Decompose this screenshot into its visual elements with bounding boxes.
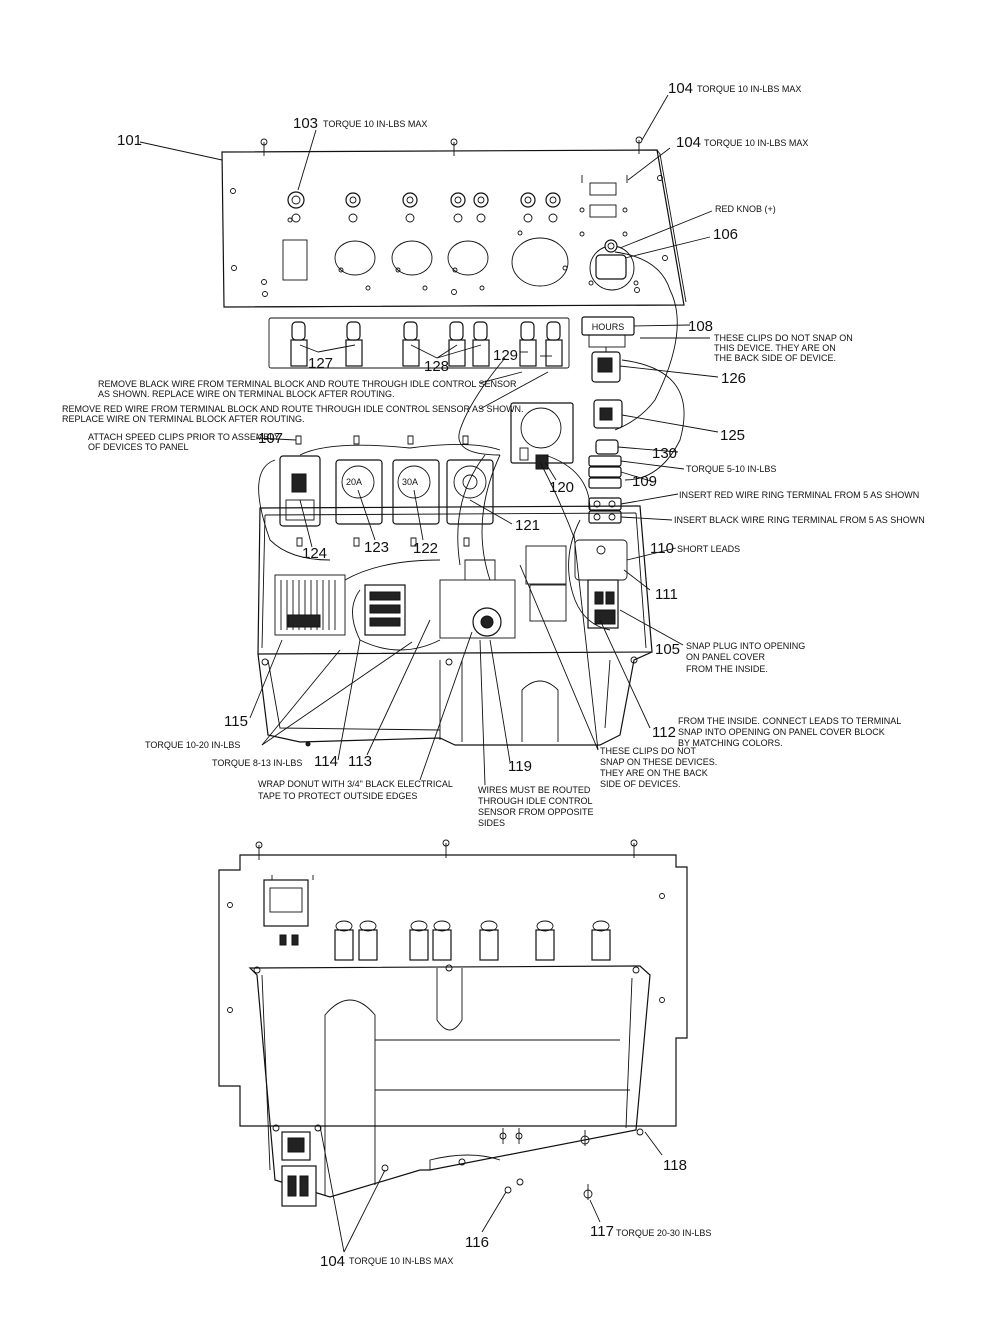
callout-130: 130 — [652, 445, 677, 462]
callout-119: 119 — [508, 758, 532, 775]
from-inside-note-1: FROM THE INSIDE. CONNECT LEADS TO TERMIN… — [678, 716, 901, 726]
callout-107: 107 — [258, 430, 283, 447]
clips-back-note-2: SNAP ON THESE DEVICES. — [600, 757, 717, 767]
hour-meter-108: HOURS — [581, 316, 635, 348]
donut-note-1: WRAP DONUT WITH 3/4" BLACK ELECTRICAL — [258, 779, 453, 789]
from-inside-note-2: SNAP INTO OPENING ON PANEL COVER BLOCK — [678, 727, 885, 737]
callout-117-note: TORQUE 20-30 IN-LBS — [616, 1228, 711, 1238]
callout-126: 126 — [721, 370, 746, 387]
leader-lines-upper — [139, 94, 719, 786]
callout-105: 105 — [655, 641, 680, 658]
clips-back-note-1: THESE CLIPS DO NOT — [600, 746, 697, 756]
red-wire-note-1: REMOVE RED WIRE FROM TERMINAL BLOCK AND … — [62, 404, 524, 414]
callout-112: 112 — [652, 724, 676, 741]
callout-101: 101 — [117, 132, 142, 149]
callout-104-bottom: 104 — [320, 1253, 345, 1270]
housing-bottom-view — [218, 839, 688, 1253]
torque-10-20-note: TORQUE 10-20 IN-LBS — [145, 740, 240, 750]
callout-104-top-note: TORQUE 10 IN-LBS MAX — [697, 84, 801, 94]
housing-upper — [257, 505, 653, 747]
callout-labels: 101 103 TORQUE 10 IN-LBS MAX 104 TORQUE … — [62, 80, 925, 1270]
label-20a: 20A — [346, 477, 362, 487]
callout-115: 115 — [224, 713, 248, 730]
breaker-125 — [593, 399, 623, 429]
callout-121: 121 — [515, 517, 540, 534]
snap-plug-note-1: SNAP PLUG INTO OPENING — [686, 641, 805, 651]
callout-127: 127 — [308, 355, 333, 372]
callout-108-note-1: THESE CLIPS DO NOT SNAP ON — [714, 333, 853, 343]
black-ring-note: INSERT BLACK WIRE RING TERMINAL FROM 5 A… — [674, 515, 925, 525]
callout-110: 110 — [650, 540, 674, 557]
torque-5-10-note: TORQUE 5-10 IN-LBS — [686, 464, 776, 474]
terminal-stack-109 — [588, 439, 622, 524]
speed-clips-107 — [295, 435, 469, 445]
callout-104-top: 104 — [668, 80, 693, 97]
snap-plug-note-2: ON PANEL COVER — [686, 652, 766, 662]
callout-103: 103 — [293, 115, 318, 132]
short-leads-note: SHORT LEADS — [677, 544, 740, 554]
wires-routed-note-4: SIDES — [478, 818, 505, 828]
receptacles-row: 20A 30A — [279, 455, 494, 527]
callout-122: 122 — [413, 540, 438, 557]
callout-123: 123 — [364, 539, 389, 556]
from-inside-note-3: BY MATCHING COLORS. — [678, 738, 783, 748]
black-wire-note-1: REMOVE BLACK WIRE FROM TERMINAL BLOCK AN… — [98, 379, 517, 389]
red-wire-note-2: REPLACE WIRE ON TERMINAL BLOCK AFTER ROU… — [62, 414, 305, 424]
wires-routed-note-1: WIRES MUST BE ROUTED — [478, 785, 591, 795]
panel-nut-row — [287, 191, 561, 223]
donut-note-2: TAPE TO PROTECT OUTSIDE EDGES — [258, 791, 417, 801]
red-ring-note: INSERT RED WIRE RING TERMINAL FROM 5 AS … — [679, 490, 919, 500]
callout-103-note: TORQUE 10 IN-LBS MAX — [323, 119, 427, 129]
wires-routed-note-2: THROUGH IDLE CONTROL — [478, 796, 593, 806]
callout-104-bottom-note: TORQUE 10 IN-LBS MAX — [349, 1256, 453, 1266]
callout-108-note-2: THIS DEVICE. THEY ARE ON — [714, 343, 836, 353]
callout-113: 113 — [348, 753, 372, 770]
outlet-120 — [510, 402, 574, 470]
wires-routed-note-3: SENSOR FROM OPPOSITE — [478, 807, 594, 817]
callout-124: 124 — [302, 545, 327, 562]
callout-109: 109 — [632, 473, 657, 490]
clips-back-note-4: SIDE OF DEVICES. — [600, 779, 681, 789]
red-knob-label: RED KNOB (+) — [715, 204, 776, 214]
callout-118: 118 — [663, 1157, 687, 1174]
toggle-switches-row — [268, 317, 570, 369]
callout-114: 114 — [314, 753, 338, 770]
speed-clips-note-2: OF DEVICES TO PANEL — [88, 442, 189, 452]
hours-label: HOURS — [592, 322, 625, 332]
callout-108-note-3: THE BACK SIDE OF DEVICE. — [714, 353, 836, 363]
breaker-126 — [591, 347, 621, 383]
label-30a: 30A — [402, 477, 418, 487]
callout-111: 111 — [655, 586, 678, 603]
wire-routing — [258, 251, 685, 651]
callout-108: 108 — [688, 318, 713, 335]
snap-plug-note-3: FROM THE INSIDE. — [686, 664, 768, 674]
torque-8-13-note: TORQUE 8-13 IN-LBS — [212, 758, 302, 768]
callout-120: 120 — [549, 479, 574, 496]
callout-117: 117 — [590, 1223, 614, 1240]
callout-128: 128 — [424, 358, 449, 375]
callout-129: 129 — [493, 347, 518, 364]
front-panel-101 — [221, 136, 687, 308]
callout-104-right-note: TORQUE 10 IN-LBS MAX — [704, 138, 808, 148]
callout-116: 116 — [465, 1234, 489, 1251]
speed-clips-note-1: ATTACH SPEED CLIPS PRIOR TO ASSEMBLY — [88, 432, 280, 442]
callout-125: 125 — [720, 427, 745, 444]
callout-106: 106 — [713, 226, 738, 243]
black-wire-note-2: AS SHOWN. REPLACE WIRE ON TERMINAL BLOCK… — [98, 389, 395, 399]
callout-104-right: 104 — [676, 134, 701, 151]
clips-back-note-3: THEY ARE ON THE BACK — [600, 768, 708, 778]
